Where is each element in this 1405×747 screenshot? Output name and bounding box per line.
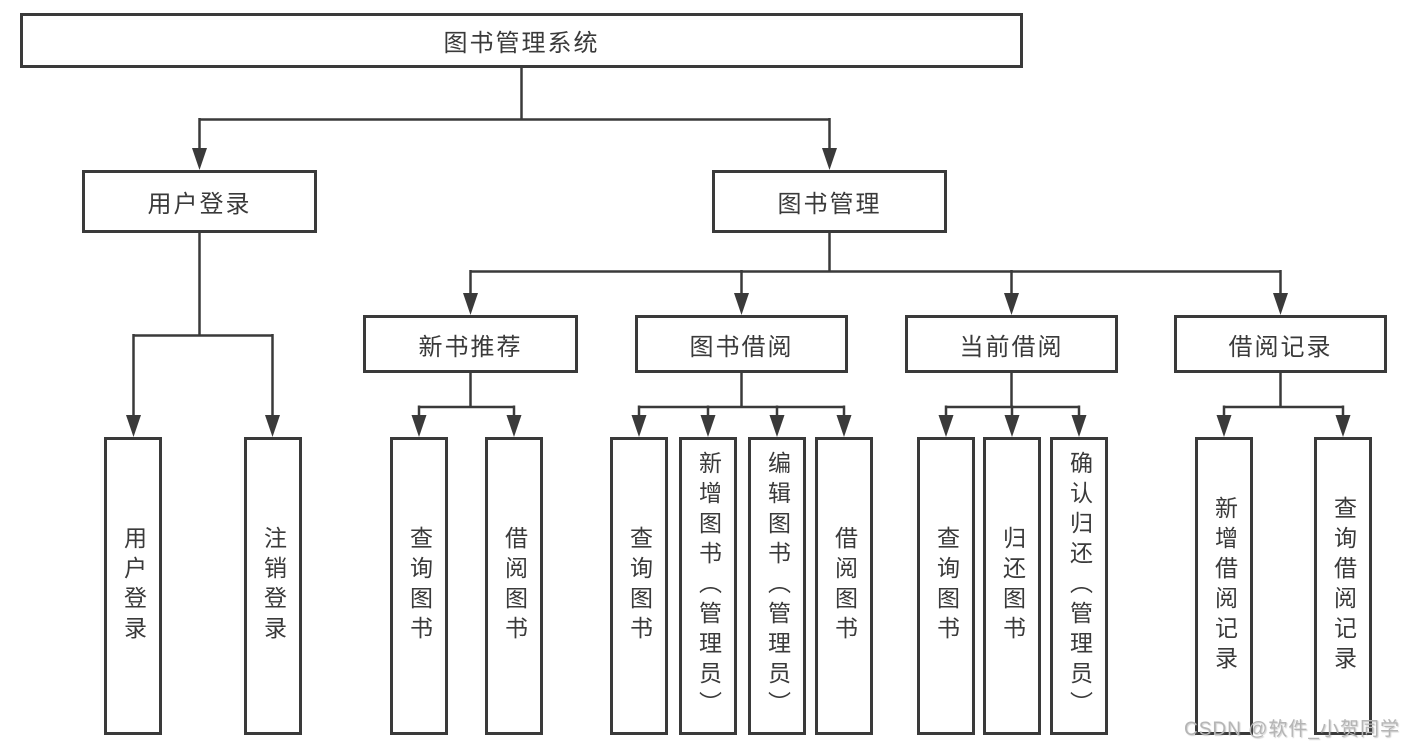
node-label: 查询借阅记录 — [1330, 496, 1357, 676]
arrowhead-icon — [1071, 415, 1087, 437]
connector-root-to-level2 — [192, 68, 837, 170]
leaf-return-book: 归还图书 — [983, 437, 1041, 735]
node-label: 归还图书 — [999, 526, 1026, 646]
node-label: 图书借阅 — [689, 333, 794, 361]
leaf-borrow-books: 借阅图书 — [815, 437, 873, 735]
node-new-book-recommendation: 新书推荐 — [363, 315, 578, 373]
connector-borrowrecord-to-leaves — [1216, 373, 1351, 437]
leaf-query-books: 查询图书 — [917, 437, 975, 735]
node-label: 新增图书（管理员） — [695, 451, 722, 721]
node-user-login: 用户登录 — [82, 170, 317, 233]
node-label: 查询图书 — [406, 526, 433, 646]
node-label: 新书推荐 — [418, 333, 523, 361]
leaf-confirm-return-admin: 确认归还（管理员） — [1050, 437, 1108, 735]
arrowhead-icon — [1273, 293, 1288, 315]
leaf-add-book-admin: 新增图书（管理员） — [679, 437, 737, 735]
leaf-borrow-books: 借阅图书 — [485, 437, 543, 735]
node-library-management-system: 图书管理系统 — [20, 13, 1023, 68]
node-label: 编辑图书（管理员） — [764, 451, 791, 721]
arrowhead-icon — [822, 148, 837, 170]
node-label: 图书管理系统 — [443, 30, 600, 57]
node-label: 注销登录 — [260, 526, 287, 646]
node-label: 当前借阅 — [959, 333, 1064, 361]
arrowhead-icon — [463, 293, 478, 315]
node-borrowing-records: 借阅记录 — [1174, 315, 1387, 373]
arrowhead-icon — [836, 415, 852, 437]
connector-userlogin-to-leaves — [126, 233, 280, 437]
arrowhead-icon — [769, 415, 785, 437]
arrowhead-icon — [192, 148, 207, 170]
arrowhead-icon — [734, 293, 749, 315]
arrowhead-icon — [126, 415, 141, 437]
arrowhead-icon — [1335, 415, 1351, 437]
node-label: 用户登录 — [147, 191, 252, 218]
arrowhead-icon — [700, 415, 716, 437]
arrowhead-icon — [506, 415, 522, 437]
csdn-watermark: CSDN @软件_小贺同学 — [1184, 719, 1400, 740]
node-label: 用户登录 — [120, 526, 147, 646]
leaf-query-books: 查询图书 — [610, 437, 668, 735]
connector-newbook-to-leaves — [411, 373, 522, 437]
arrowhead-icon — [1004, 293, 1019, 315]
leaf-logout: 注销登录 — [244, 437, 302, 735]
arrowhead-icon — [631, 415, 647, 437]
node-label: 新增借阅记录 — [1211, 496, 1238, 676]
node-label: 借阅记录 — [1228, 333, 1333, 361]
connector-bookmgmt-to-level3 — [463, 233, 1288, 315]
node-book-borrowing: 图书借阅 — [635, 315, 848, 373]
leaf-edit-book-admin: 编辑图书（管理员） — [748, 437, 806, 735]
leaf-query-borrow-record: 查询借阅记录 — [1314, 437, 1372, 735]
leaf-query-books: 查询图书 — [390, 437, 448, 735]
arrowhead-icon — [938, 415, 954, 437]
leaf-add-borrow-record: 新增借阅记录 — [1195, 437, 1253, 735]
node-label: 查询图书 — [933, 526, 960, 646]
node-label: 图书管理 — [777, 191, 882, 218]
arrowhead-icon — [1216, 415, 1232, 437]
node-label: 确认归还（管理员） — [1066, 451, 1093, 721]
node-current-borrowing: 当前借阅 — [905, 315, 1118, 373]
leaf-user-login: 用户登录 — [104, 437, 162, 735]
connector-currentborrow-to-leaves — [938, 373, 1087, 437]
connector-borrowmod-to-leaves — [631, 373, 852, 437]
arrowhead-icon — [1004, 415, 1020, 437]
node-label: 借阅图书 — [831, 526, 858, 646]
arrowhead-icon — [411, 415, 427, 437]
node-label: 查询图书 — [626, 526, 653, 646]
node-book-management: 图书管理 — [712, 170, 947, 233]
node-label: 借阅图书 — [501, 526, 528, 646]
arrowhead-icon — [265, 415, 280, 437]
